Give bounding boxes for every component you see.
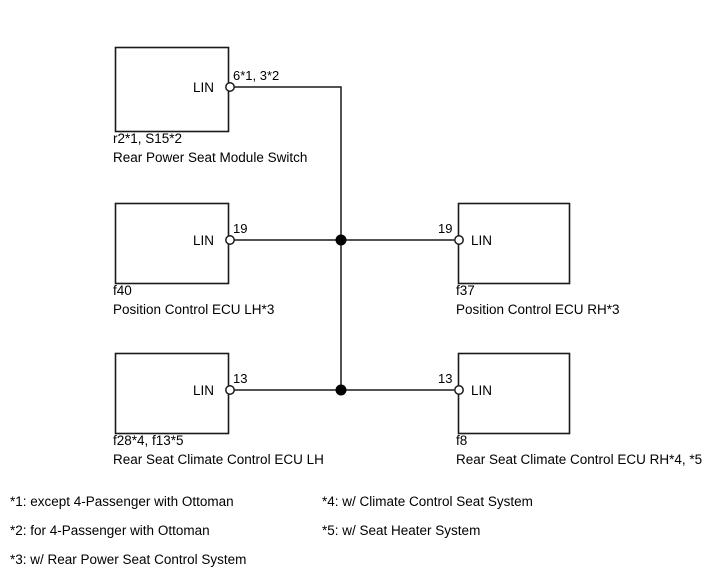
terminal-position-control-ecu-lh	[225, 235, 235, 245]
name-label-rear-power-seat-module-switch: Rear Power Seat Module Switch	[113, 150, 308, 165]
box-rear-seat-climate-control-ecu-rh	[457, 352, 571, 435]
port-label-rear-seat-climate-control-ecu-rh: LIN	[471, 383, 493, 398]
wire-top-switch-to-bus	[234, 86, 342, 240]
terminal-rear-seat-climate-control-ecu-lh	[225, 385, 235, 395]
port-label-rear-power-seat-module-switch: LIN	[193, 80, 215, 95]
code-label-position-control-ecu-rh: f37	[456, 283, 475, 298]
footnote-2: *2: for 4-Passenger with Ottoman	[10, 523, 210, 538]
box-rear-power-seat-module-switch	[114, 46, 230, 133]
pin-label-rear-seat-climate-control-ecu-rh: 13	[438, 371, 453, 386]
pin-label-rear-seat-climate-control-ecu-lh: 13	[233, 371, 248, 386]
footnote-3: *3: w/ Rear Power Seat Control System	[10, 552, 247, 567]
junction-dot-lower	[335, 384, 347, 396]
footnote-4: *4: w/ Climate Control Seat System	[322, 494, 533, 509]
code-label-rear-power-seat-module-switch: r2*1, S15*2	[113, 131, 183, 146]
code-label-rear-seat-climate-control-ecu-lh: f28*4, f13*5	[113, 433, 184, 448]
box-position-control-ecu-lh	[114, 202, 230, 285]
name-label-rear-seat-climate-control-ecu-lh: Rear Seat Climate Control ECU LH	[113, 452, 324, 467]
pin-label-rear-power-seat-module-switch: 6*1, 3*2	[233, 68, 280, 83]
name-label-position-control-ecu-lh: Position Control ECU LH*3	[113, 302, 275, 317]
footnote-1: *1: except 4-Passenger with Ottoman	[10, 494, 234, 509]
name-label-position-control-ecu-rh: Position Control ECU RH*3	[456, 302, 620, 317]
name-label-rear-seat-climate-control-ecu-rh: Rear Seat Climate Control ECU RH*4, *5	[456, 452, 703, 467]
footnote-5: *5: w/ Seat Heater System	[322, 523, 481, 538]
terminal-rear-power-seat-module-switch	[225, 82, 235, 92]
junction-dot-upper	[335, 234, 347, 246]
port-label-rear-seat-climate-control-ecu-lh: LIN	[193, 383, 215, 398]
terminal-rear-seat-climate-control-ecu-rh	[454, 385, 464, 395]
code-label-position-control-ecu-lh: f40	[113, 283, 132, 298]
pin-label-position-control-ecu-rh: 19	[438, 221, 453, 236]
port-label-position-control-ecu-lh: LIN	[193, 233, 215, 248]
box-position-control-ecu-rh	[457, 202, 571, 285]
code-label-rear-seat-climate-control-ecu-rh: f8	[456, 433, 468, 448]
port-label-position-control-ecu-rh: LIN	[471, 233, 493, 248]
terminal-position-control-ecu-rh	[454, 235, 464, 245]
pin-label-position-control-ecu-lh: 19	[233, 221, 248, 236]
